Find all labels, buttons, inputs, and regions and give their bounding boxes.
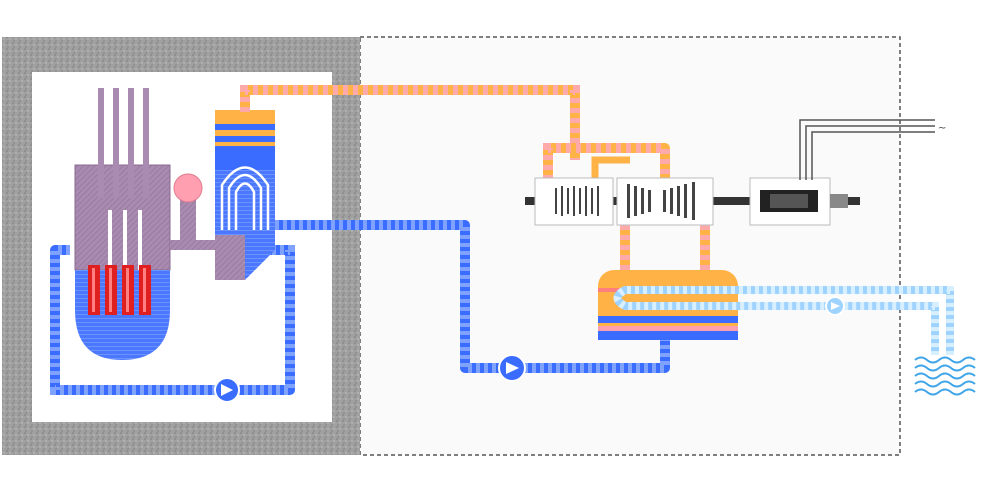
transmission-lines: ~ [799, 119, 946, 180]
primary-coolant-pump-icon [214, 377, 240, 403]
cooling-water-waves-icon [914, 356, 976, 396]
turbine-generator-set [525, 177, 860, 226]
cooling-water-pump-icon [825, 296, 845, 316]
main-steam-line [240, 85, 670, 180]
primary-coolant-loop [50, 245, 295, 395]
steam-turbine-icon [534, 177, 714, 226]
electric-generator-icon [749, 177, 831, 226]
cooling-water-loop [613, 286, 954, 355]
reactor-vessel-icon [74, 88, 171, 360]
pressurizer-icon [170, 173, 230, 250]
control-rods-icon [98, 88, 149, 270]
feedwater-pump-icon [498, 354, 526, 382]
feedwater-line [275, 220, 670, 373]
output-symbol: ~ [938, 123, 946, 134]
turbine-exhaust-line [620, 225, 710, 275]
fuel-rods-icon [88, 265, 151, 315]
steam-generator-icon [215, 110, 275, 280]
